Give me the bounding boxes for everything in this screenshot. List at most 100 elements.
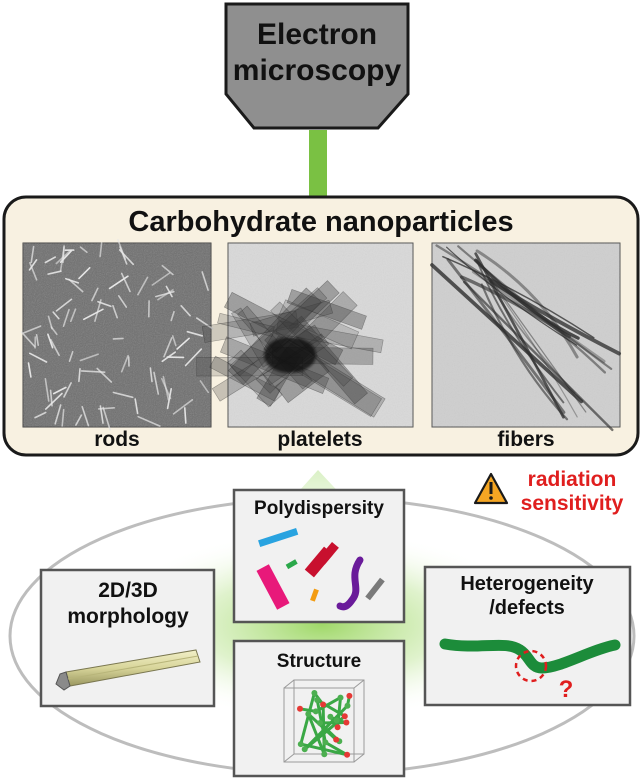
molecule-atom [311,690,318,696]
rod-particle [44,256,57,264]
rod-particle [47,333,54,349]
rod-particle [108,275,129,290]
platelet-particle [201,310,299,343]
rod-particle [99,405,104,424]
rod-particle [22,325,42,334]
rod-particle [134,398,139,415]
platelet-particle [227,349,283,408]
rod-particle [120,272,131,293]
molecule-atom [333,717,340,724]
rod-particle [157,289,174,301]
rod-particle [112,337,124,340]
rod-particle [55,298,73,312]
rod-particle [29,261,38,281]
molecule-atom [344,751,351,758]
molecule-atom [333,736,340,743]
molecule-bond [324,741,348,757]
molecule-atom [312,708,319,715]
rod-particle [27,362,32,378]
rod-particle [120,354,129,373]
rod-particle [47,270,62,275]
molecule-atom [297,741,304,748]
molecule-atom [341,713,348,720]
platelet-particle [209,355,281,402]
rod-particle [44,377,50,402]
rod-particle [117,238,126,260]
rod-particle [112,391,134,399]
rod-particle [50,326,58,336]
rod-particle [199,380,210,394]
rod-particle [62,245,65,264]
rod-particle [184,407,187,424]
rod-particle [196,317,214,330]
rod-particle [94,299,102,323]
molecule-atom [327,713,334,720]
platelets-micrograph [196,280,386,418]
rod-particle [20,331,36,348]
platelet-particle [217,312,275,337]
panel-fibers: fibers [430,242,621,451]
electron-microscope: Electron microscopy [224,2,410,130]
molecule-atom [344,702,351,709]
radiation-warning: radiation sensitivity [473,468,624,515]
rod-particle [102,406,111,431]
panel-platelets: platelets [196,242,414,451]
rod-particle [28,352,48,363]
rod-particle [49,338,60,357]
platelet-particle [231,307,273,368]
unit-cell-frame [283,679,365,763]
warning-triangle-icon [473,472,509,505]
warning-text-line2: sensitivity [521,492,624,515]
molecule-atom [337,694,344,701]
molecule-atom [305,711,312,717]
microscope-label-line1: Electron [257,18,377,51]
rod-particle [201,271,209,291]
defect-marker [514,649,548,683]
platelet-particle [223,291,344,366]
molecule-atom [343,719,350,726]
rod-particle [151,272,171,286]
nanoparticles-box: Carbohydrate nanoparticles rods platelet… [2,195,640,457]
crystal-structure-model [297,690,353,758]
panel-label-platelets: platelets [277,428,362,451]
nanoparticles-title: Carbohydrate nanoparticles [128,206,513,238]
morphology-label-line2: morphology [67,605,189,628]
rod-particle [155,290,175,298]
molecule-atom [322,739,329,746]
rod-particle [137,415,161,427]
morphology-box: 2D/3D morphology [39,568,216,708]
molecule-bond [303,704,349,751]
rod-particle [68,350,74,363]
panel-label-fibers: fibers [497,428,554,451]
warning-text-line1: radiation [528,468,617,491]
electron-beam [309,130,327,198]
defective-fiber [439,638,621,674]
molecule-atom [314,697,321,703]
rod-particle [161,377,172,400]
molecule-bond [299,692,316,745]
rod-particle [44,392,63,410]
rod-particle [68,278,84,293]
platelet-particle [229,287,328,377]
rod-particle [61,408,65,427]
microscope-column [224,2,410,130]
rod-particle [149,367,153,383]
rod-particle [171,335,177,347]
fiber-particle [463,280,614,432]
platelet-particle [275,320,384,354]
rod-particle [180,304,191,317]
morphology-label-line1: 2D/3D [98,579,158,602]
molecule-atom [334,724,341,731]
fiber-particle [442,255,595,339]
rods-micrograph [20,238,214,431]
rod-particle [81,405,90,427]
rod-particle [30,245,35,264]
rod-particle [75,414,83,426]
rod-particle [118,295,128,308]
molecule-atom [317,720,323,726]
rod-particle [62,308,70,328]
platelet-particle [286,288,367,330]
rod-particle [186,330,203,337]
rod-particle [65,277,80,284]
